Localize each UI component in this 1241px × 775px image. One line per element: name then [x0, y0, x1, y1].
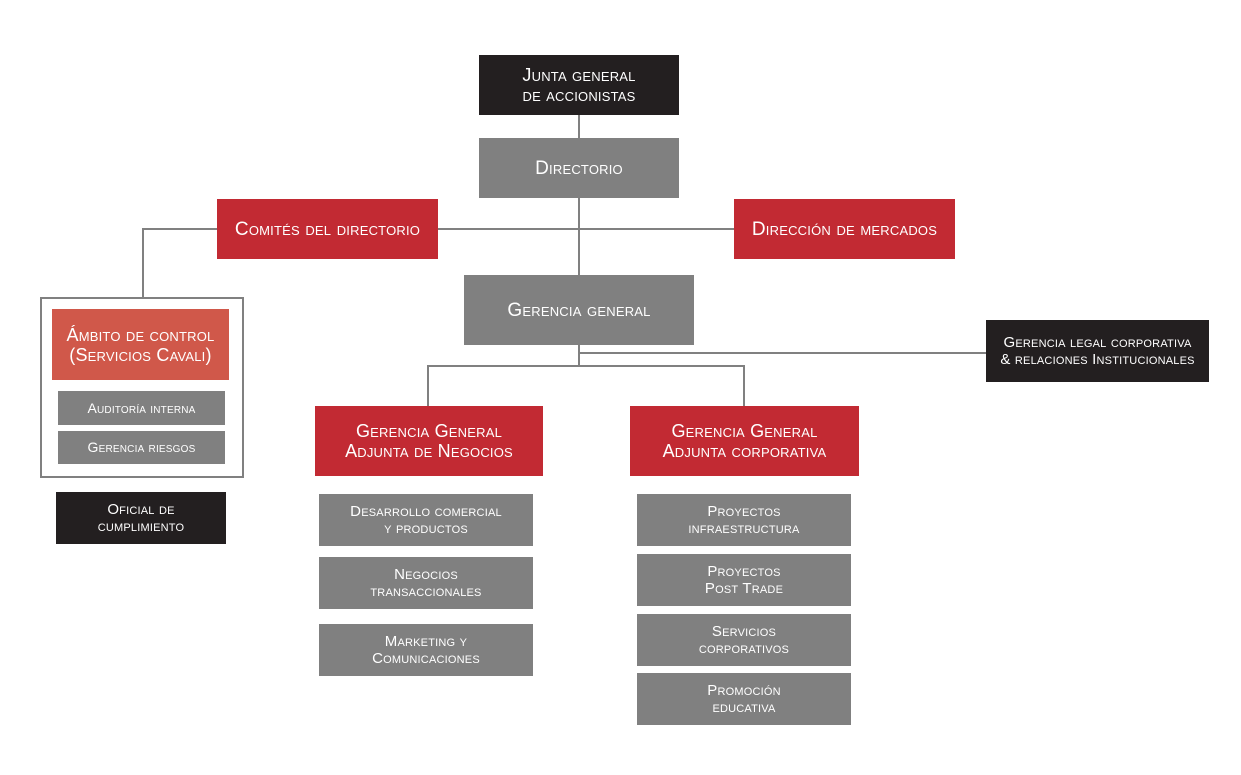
negocios-transaccionales-node: Negocios transaccionales — [319, 557, 533, 609]
gerencia-legal-node: Gerencia legal corporativa & relaciones … — [986, 320, 1209, 382]
gg-adjunta-negocios-node: Gerencia General Adjunta de Negocios — [315, 406, 543, 476]
desarrollo-comercial-node: Desarrollo comercial y productos — [319, 494, 533, 546]
gg-adjunta-corporativa-node: Gerencia General Adjunta corporativa — [630, 406, 859, 476]
proyectos-infraestructura-node: Proyectos infraestructura — [637, 494, 851, 546]
ambito-control-node: Ámbito de control (Servicios Cavali) — [52, 309, 229, 380]
promocion-educativa-node: Promoción educativa — [637, 673, 851, 725]
directorio-node: Directorio — [479, 138, 679, 198]
comites-directorio-node: Comités del directorio — [217, 199, 438, 259]
marketing-comunicaciones-node: Marketing y Comunicaciones — [319, 624, 533, 676]
servicios-corporativos-node: Servicios corporativos — [637, 614, 851, 666]
proyectos-post-trade-node: Proyectos Post Trade — [637, 554, 851, 606]
connector-comites-ambito — [142, 228, 218, 297]
direccion-mercados-node: Dirección de mercados — [734, 199, 955, 259]
junta-general-node: Junta general de accionistas — [479, 55, 679, 115]
gerencia-riesgos-node: Gerencia riesgos — [58, 431, 225, 464]
oficial-cumplimiento-node: Oficial de cumplimiento — [56, 492, 226, 544]
auditoria-interna-node: Auditoría interna — [58, 391, 225, 425]
gerencia-general-node: Gerencia general — [464, 275, 694, 345]
connector-adjuntas — [427, 365, 745, 406]
